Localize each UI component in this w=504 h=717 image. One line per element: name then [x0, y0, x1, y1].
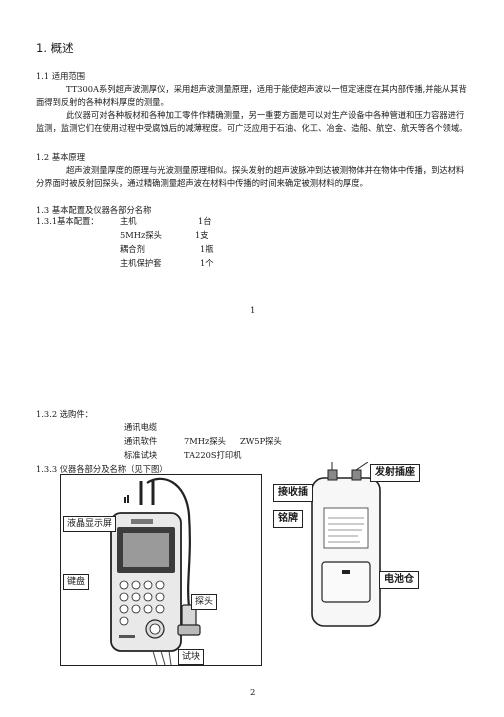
section-title: 1. 概述	[36, 41, 74, 55]
label-keypad: 键盘	[63, 574, 90, 590]
optional-item: 7MHz探头	[184, 436, 226, 446]
config-item-name: 主机	[120, 216, 137, 226]
optional-item: TA220S打印机	[184, 450, 242, 460]
optional-item: 通讯电缆	[124, 422, 158, 432]
config-label: 1.3.1基本配置：	[36, 216, 99, 226]
optional-item: 标准试块	[124, 450, 158, 460]
subsection-title-1-2: 1.2 基本原理	[36, 152, 86, 162]
front-view-figure	[60, 474, 262, 666]
label-nameplate: 铭牌	[273, 510, 303, 528]
subsection-title-1-3: 1.3 基本配置及仪器各部分名称	[36, 205, 152, 215]
paragraph-scope-2: 此仪器可对各种板材和各种加工零件作精确测量，另一重要方面是可以对生产设备中各种管…	[36, 110, 468, 134]
config-item-qty: 1个	[200, 258, 214, 268]
config-item-qty: 1瓶	[200, 244, 214, 254]
config-item-qty: 1台	[198, 216, 212, 226]
label-lcd-screen: 液晶显示屏	[63, 516, 117, 532]
optional-label: 1.3.2 选购件：	[36, 409, 93, 419]
label-transmit-jack: 发射插座	[370, 464, 420, 482]
paragraph-principle: 超声波测量厚度的原理与光波测量原理相似。探头发射的超声波脉冲到达被测物体并在物体…	[36, 165, 465, 189]
page-number: 2	[250, 688, 256, 698]
thickness-gauge-back-illustration	[311, 462, 381, 627]
label-probe: 探头	[191, 594, 218, 610]
label-test-block: 试块	[178, 649, 205, 665]
config-item-name: 主机保护套	[120, 258, 162, 268]
config-item-qty: 1支	[195, 230, 209, 240]
page-number: 1	[250, 306, 256, 316]
config-item-name: 耦合剂	[120, 244, 145, 254]
back-view-figure	[268, 462, 446, 630]
parts-label: 1.3.3 仪器各部分及名称（见下图）	[36, 464, 168, 474]
label-receive-jack: 接收插	[273, 484, 313, 502]
subsection-title-1-1: 1.1 适用范围	[36, 71, 86, 81]
optional-item: 通讯软件	[124, 436, 158, 446]
label-battery-compartment: 电池仓	[379, 571, 419, 589]
thickness-gauge-front-illustration	[110, 477, 201, 665]
config-item-name: 5MHz探头	[120, 230, 162, 240]
optional-item: ZW5P探头	[240, 436, 282, 446]
paragraph-scope-1: TT300A系列超声波测厚仪，采用超声波测量原理，适用于能使超声波以一恒定速度在…	[36, 84, 467, 108]
